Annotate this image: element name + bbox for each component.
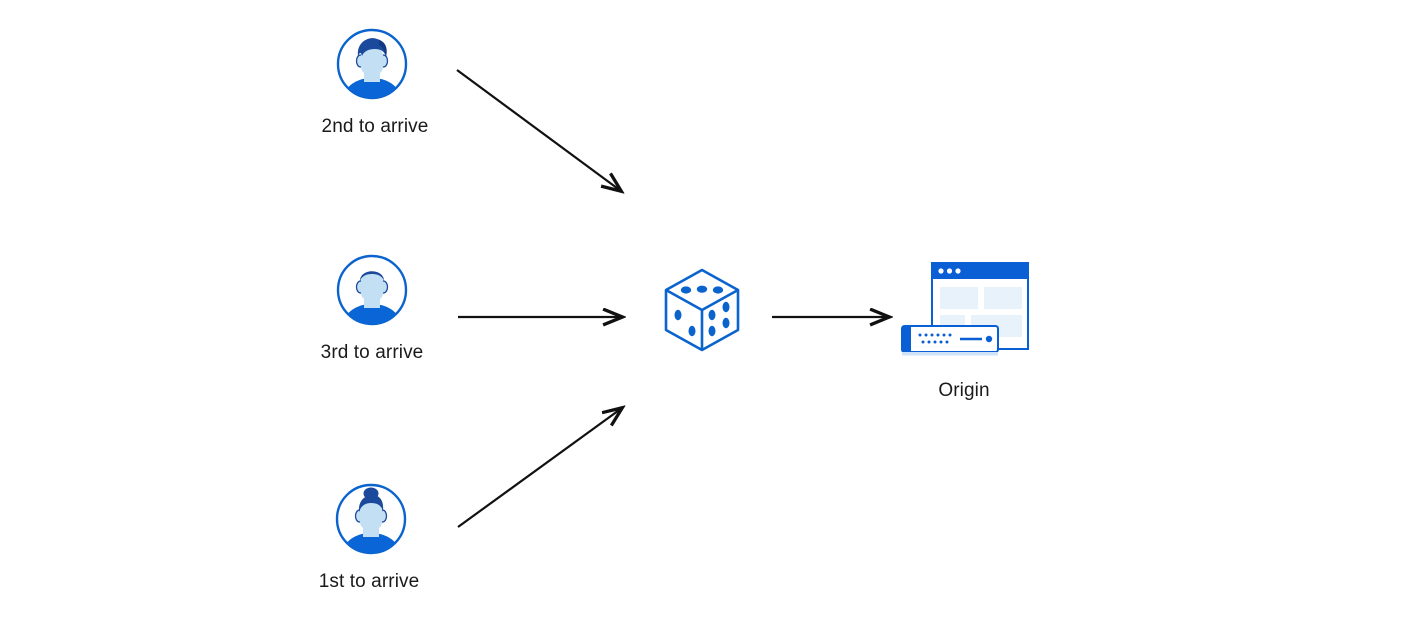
origin-server-icon <box>901 262 1029 356</box>
client-label-3rd: 3rd to arrive <box>320 342 424 363</box>
origin-label: Origin <box>938 380 990 401</box>
client-avatar-1st[interactable] <box>334 482 408 556</box>
client-label-2nd: 2nd to arrive <box>321 116 429 137</box>
client-avatar-2nd[interactable] <box>335 27 409 101</box>
arrow-2nd-to-dice <box>456 69 621 191</box>
origin-node[interactable] <box>898 260 1033 360</box>
user-avatar-icon <box>335 483 407 555</box>
user-avatar-icon <box>336 254 408 326</box>
arrow-1st-to-dice <box>457 408 622 528</box>
router-device-icon <box>901 325 999 356</box>
dice-icon <box>664 268 740 352</box>
client-label-1st: 1st to arrive <box>318 571 420 592</box>
randomizer-dice[interactable] <box>662 267 742 353</box>
user-avatar-icon <box>336 28 408 100</box>
client-avatar-3rd[interactable] <box>335 253 409 327</box>
